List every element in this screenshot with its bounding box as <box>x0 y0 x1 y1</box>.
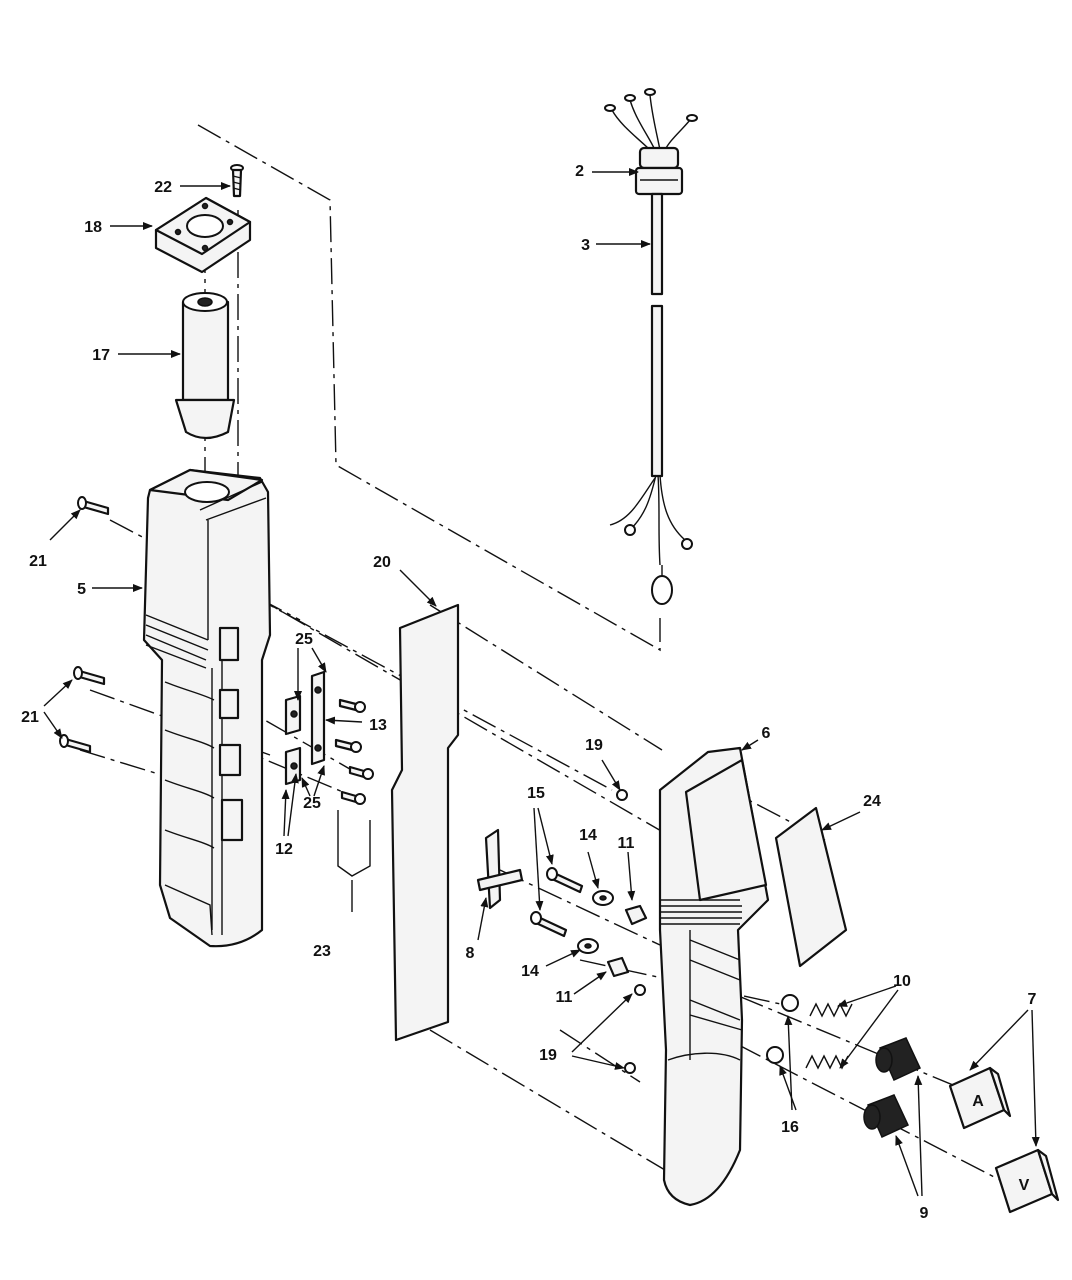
callout-14a: 14 <box>579 827 597 844</box>
callout-13: 13 <box>369 717 387 734</box>
callout-25b: 25 <box>303 795 321 812</box>
callout-25a: 25 <box>295 631 313 648</box>
top-mounting-plate <box>154 196 252 274</box>
small-screws <box>334 698 374 805</box>
callout-14b: 14 <box>521 963 539 980</box>
callout-12: 12 <box>275 841 293 858</box>
right-housing-half <box>658 746 770 1207</box>
callout-8: 8 <box>466 945 475 962</box>
callout-11a: 11 <box>618 835 635 852</box>
nuts-11 <box>606 904 648 978</box>
wire-harness <box>604 88 698 605</box>
callout-22: 22 <box>154 179 172 196</box>
callout-3: 3 <box>581 237 590 254</box>
callout-16: 16 <box>781 1119 799 1136</box>
callout-7: 7 <box>1028 991 1037 1008</box>
callout-17: 17 <box>92 347 110 364</box>
push-button-caps-7: A V <box>948 1066 1060 1214</box>
screw-22 <box>230 164 244 198</box>
callout-21b: 21 <box>21 709 39 726</box>
callout-6: 6 <box>762 725 771 742</box>
strain-relief-tube <box>174 292 236 440</box>
callout-19a: 19 <box>585 737 603 754</box>
contact-plates <box>284 670 326 786</box>
callout-23: 23 <box>313 943 331 960</box>
callout-numbers: 2 3 5 6 7 8 9 10 11 11 12 13 14 14 15 16… <box>21 163 1036 1222</box>
callout-9: 9 <box>920 1205 929 1222</box>
rings-19 <box>616 789 646 1074</box>
washers-16 <box>766 994 799 1064</box>
callout-15: 15 <box>527 785 545 802</box>
callout-20: 20 <box>373 554 391 571</box>
washers-14 <box>577 890 614 954</box>
springs-10 <box>805 1002 853 1070</box>
left-housing-half <box>142 468 272 948</box>
callout-24: 24 <box>863 793 881 810</box>
callout-11b: 11 <box>556 989 573 1006</box>
callout-19b: 19 <box>539 1047 557 1064</box>
down-button-mark: V <box>1019 1177 1030 1194</box>
callout-21a: 21 <box>29 553 47 570</box>
up-button-mark: A <box>972 1093 984 1110</box>
contact-buttons-9 <box>863 1037 921 1139</box>
callout-10: 10 <box>893 973 911 990</box>
screws-15 <box>530 867 584 938</box>
callout-18: 18 <box>84 219 102 236</box>
leader-lines <box>43 168 1040 1197</box>
bracket-23 <box>337 810 371 877</box>
screws-21 <box>59 496 110 754</box>
label-plate-24 <box>774 806 848 968</box>
callout-5: 5 <box>77 581 86 598</box>
gasket-20 <box>390 603 460 1042</box>
callout-2: 2 <box>575 163 584 180</box>
interlock-bracket-8 <box>476 828 524 910</box>
